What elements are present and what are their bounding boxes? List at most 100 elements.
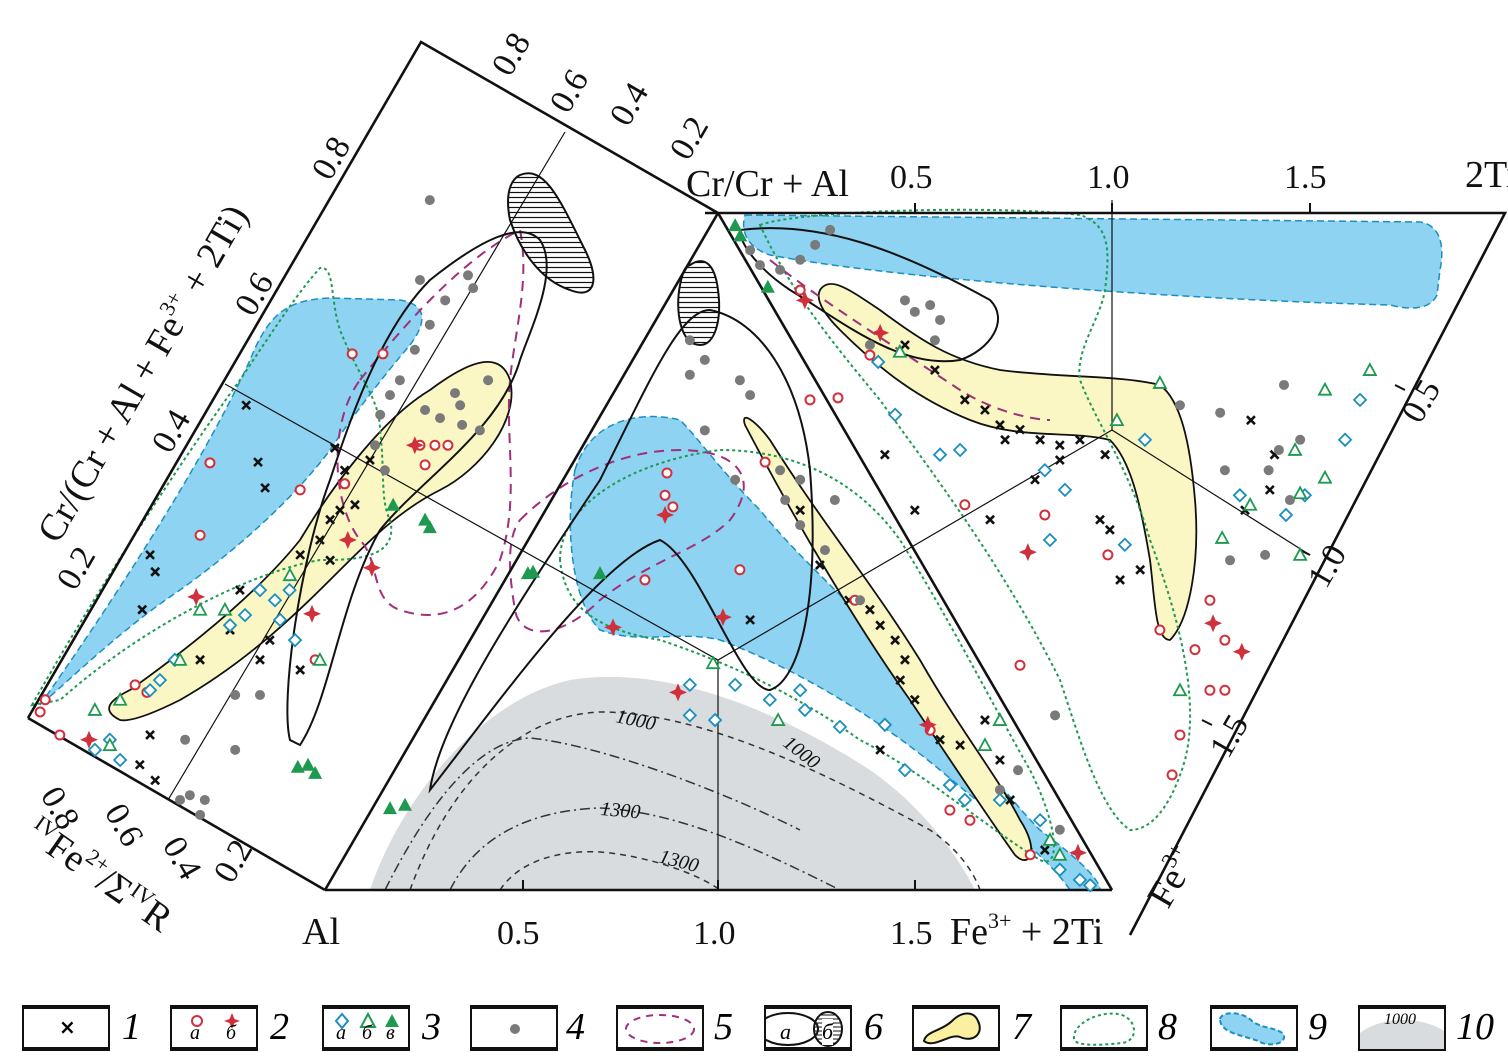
red-star-marker (362, 558, 381, 577)
open-triangle-marker (705, 655, 721, 670)
gray-dot-marker (855, 595, 866, 606)
cross-marker (959, 394, 970, 405)
open-circle-marker (864, 349, 876, 361)
open-diamond-marker (267, 592, 283, 608)
open-diamond-marker (87, 742, 103, 758)
cross-marker (329, 442, 340, 453)
plot-area: Cr/Cr + Al 2Ti 0.5 1.0 1.5 Al 0.5 1.0 1.… (26, 27, 1508, 953)
open-diamond-marker (1352, 392, 1368, 408)
gray-dot-marker (1174, 400, 1185, 411)
top-tick-1: 1.0 (1087, 159, 1130, 196)
legend: × 1 а б 2 а б в 3 4 5 а б 6 7 (0, 1002, 1508, 1058)
cross-marker (264, 635, 275, 646)
cross-marker (900, 654, 910, 665)
cross-marker (364, 455, 375, 466)
open-diamond-marker (942, 777, 958, 793)
cross-marker (929, 365, 940, 375)
open-diamond-marker (870, 354, 886, 370)
bottom-tick-2: 1.5 (890, 915, 933, 952)
cross-marker (314, 535, 325, 545)
filled-triangle-marker (383, 801, 398, 815)
open-diamond-marker (682, 677, 698, 693)
open-triangle-marker (992, 712, 1008, 726)
cross-marker (234, 585, 245, 596)
cross-marker (879, 449, 890, 460)
open-diamond-marker (287, 632, 303, 648)
legend-number: 4 (566, 1006, 585, 1048)
red-star-marker (795, 291, 814, 310)
gray-dot-marker (825, 224, 836, 235)
left-lower-tick-3: 0.2 (207, 834, 260, 889)
gray-dot-marker (935, 314, 946, 325)
gray-dot-marker (864, 340, 875, 351)
cross-marker (1100, 449, 1111, 460)
cross-marker (1054, 455, 1065, 466)
cross-marker (1035, 434, 1046, 445)
axis-line (1111, 200, 1311, 556)
gray-dot-marker (230, 690, 241, 701)
open-triangle-marker (1287, 442, 1303, 456)
open-diamond-marker (762, 692, 778, 708)
open-circle-marker (1174, 729, 1186, 741)
filled-triangle-marker (760, 279, 775, 293)
isotherm-line (409, 711, 981, 891)
cross-marker (325, 555, 336, 566)
open-diamond-marker (932, 447, 948, 462)
red-star-marker (1204, 614, 1223, 633)
open-circle-marker (667, 501, 679, 513)
cross-marker (145, 549, 155, 560)
open-diamond-marker (1037, 462, 1053, 478)
gray-dot-marker (684, 335, 695, 346)
axis-line (224, 383, 1113, 661)
open-diamond-marker (1057, 482, 1073, 498)
outline-field (428, 308, 814, 794)
cross-marker (339, 465, 350, 476)
open-diamond-marker (1082, 877, 1098, 893)
legend-number: 1 (122, 1006, 141, 1048)
red-star-marker (656, 505, 675, 524)
open-diamond-marker (142, 683, 158, 698)
gray-isotherm-field-icon (1360, 1019, 1444, 1049)
yellow-field (817, 283, 1198, 641)
gray-dot-marker (468, 283, 479, 294)
gray-dot-marker (994, 784, 1005, 795)
gray-dot-marker (1260, 549, 1271, 560)
cross-marker (260, 482, 271, 493)
cross-marker (1095, 514, 1105, 525)
open-circle-marker (1102, 549, 1114, 561)
gray-dot-marker (745, 390, 756, 401)
red-star-marker (405, 436, 424, 455)
red-star-marker (713, 608, 732, 627)
open-circle-marker (339, 478, 351, 490)
open-triangle-marker (282, 567, 298, 582)
top-left-tick-3: 0.2 (663, 111, 716, 166)
cross-marker (1030, 474, 1040, 485)
hatched-field (677, 260, 721, 347)
gray-dot-marker (370, 440, 381, 451)
open-diamond-marker (952, 442, 968, 458)
cross-marker (295, 549, 306, 560)
open-circle-marker (419, 459, 431, 471)
open-diamond-marker (237, 607, 253, 623)
filled-triangle-marker (397, 797, 412, 811)
red-star-marker (302, 604, 321, 623)
open-circle-marker (442, 439, 454, 451)
cross-marker (1135, 564, 1146, 575)
yellow-field (743, 416, 1032, 861)
open-diamond-marker (797, 702, 813, 718)
cross-marker (325, 514, 336, 525)
gray-dot-marker (180, 734, 191, 745)
open-triangle-marker (1109, 412, 1125, 427)
gray-dot-marker (199, 794, 210, 805)
green-dotted-field (758, 208, 1192, 832)
filled-triangle-marker (301, 757, 316, 771)
cross-marker (295, 665, 306, 675)
legend-sub-b: б (362, 1022, 373, 1044)
cross-marker (955, 740, 966, 751)
red-star-marker (1068, 843, 1087, 862)
gray-dot-marker (684, 369, 695, 380)
open-circle-marker (54, 729, 66, 741)
right-tick-2: 1.5 (1203, 709, 1256, 764)
top-axis-start-label: Cr/Cr + Al (686, 163, 849, 205)
open-circle-marker (1204, 594, 1216, 606)
